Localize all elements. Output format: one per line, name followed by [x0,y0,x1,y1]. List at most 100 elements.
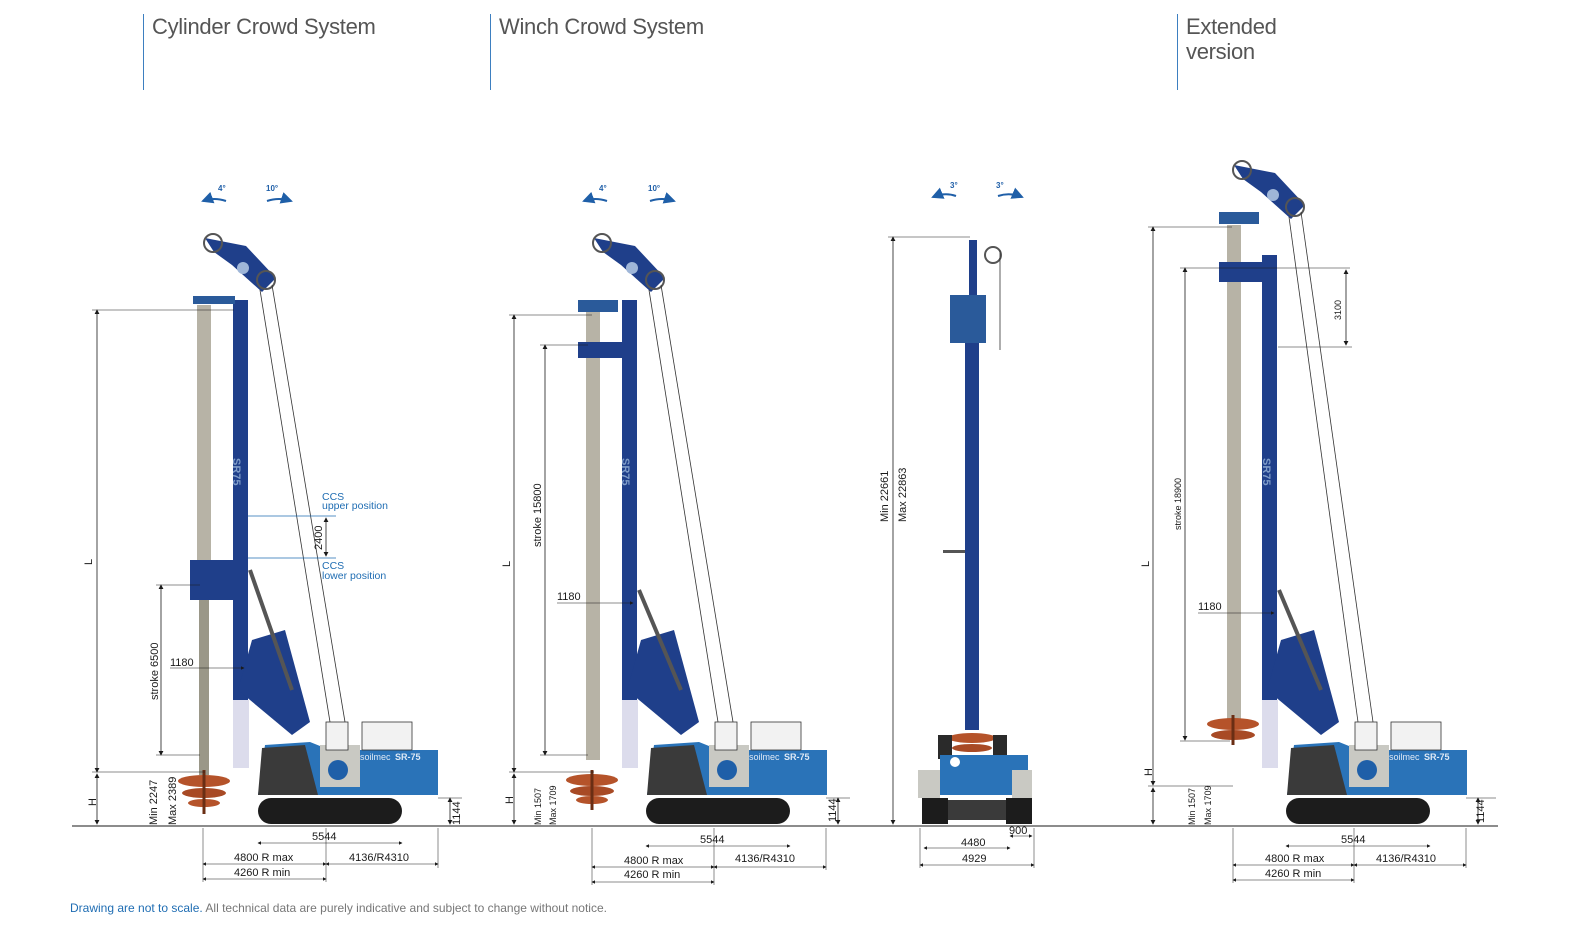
dim-r-max: 4800 R max [624,855,684,867]
header-winch-crowd: Winch Crowd System [490,14,704,90]
dim-H: H [504,796,516,804]
auger-icon [1207,715,1259,745]
dim-total-width: 4929 [962,853,986,865]
rotate-left-arrow-icon [931,187,957,199]
rotate-right-arrow-icon [266,192,293,204]
dim-ccs-travel: 2400 [313,526,325,550]
model-label: SR-75 [395,752,421,762]
dim-extension: 3100 [1333,300,1343,320]
rig-front-view: 3° 3° Min 22661 Max 22863 4480 900 4929 [879,181,1035,868]
brand-logo-icon [626,262,638,274]
kelly-bar [586,310,600,760]
brand-logo-icon [1267,189,1279,201]
mast [622,300,637,700]
angle-left-label: 4° [599,184,607,193]
model-label: SR-75 [784,752,810,762]
rotate-right-arrow-icon [649,192,676,204]
dim-r-max: 4800 R max [1265,853,1325,865]
rig-extended-version: SR75 soilmec SR-75 L H Min 1507 Max 1709 [1140,160,1496,883]
dim-kelly-offset: 1180 [170,657,194,669]
rotary-head [1219,262,1265,282]
dim-L: L [83,559,95,565]
ccs-lower-position: lower position [322,570,386,582]
sheave-icon [645,270,665,290]
dim-min-height: Min 1507 [1187,788,1197,825]
dim-r-min: 4260 R min [624,869,680,881]
auger-icon [566,770,618,810]
dim-kelly-offset: 1180 [1198,601,1222,613]
angle-right-label: 10° [266,184,278,193]
dim-max-height: Max 22863 [897,468,909,522]
dim-track-length: 5544 [312,831,336,843]
angle-right-label: 10° [648,184,660,193]
mast [233,300,248,700]
ccs-upper-label: CCS [322,491,344,503]
crawler-track [258,798,402,824]
crawler-track [1286,798,1430,824]
header-extended-version: Extended version [1177,14,1277,90]
header-cylinder-title: Cylinder Crowd System [152,14,376,39]
auger-icon [178,770,230,814]
header-winch-title: Winch Crowd System [499,14,704,39]
boom [627,630,699,735]
boom [1267,630,1339,735]
dim-track-height: 1144 [451,801,463,825]
dim-tail-radius: 4136/R4310 [1376,853,1436,865]
rig-winch-crowd: 4° 10° SR75 soilmec SR-75 [501,184,850,885]
kelly-bar [197,305,211,595]
ccs-upper-position: upper position [322,500,388,512]
mast [965,300,979,730]
sheave-icon [984,246,1002,264]
dim-H: H [87,798,99,806]
dim-tail-radius: 4136/R4310 [735,853,795,865]
footer-disclaimer: Drawing are not to scale. All technical … [70,901,607,915]
brand-label: soilmec [1389,752,1420,762]
rig-cylinder-crowd: 4° 10° SR75 [83,184,463,882]
dim-stroke: stroke 18900 [1173,478,1183,530]
dim-L: L [501,561,513,567]
dim-r-min: 4260 R min [1265,868,1321,880]
dim-r-min: 4260 R min [234,867,290,879]
sheave-icon [592,233,612,253]
dim-r-max: 4800 R max [234,852,294,864]
dim-kelly-offset: 1180 [557,591,581,603]
rotary-head [578,342,624,358]
dim-track-height: 1144 [1475,799,1487,823]
header-extended-line1: Extended [1186,14,1277,39]
kelly-bar [1227,225,1241,725]
crawler-track [922,798,948,824]
brand-label: soilmec [360,752,391,762]
dim-min-height: Min 22661 [879,471,891,522]
dim-max-height: Max 1709 [548,785,558,825]
ccs-lower-label: CCS [322,560,344,572]
sheave-icon [256,270,276,290]
dim-H: H [1143,768,1155,776]
angle-left-label: 3° [950,181,958,190]
dim-track-length: 5544 [700,834,724,846]
dim-min-height: Min 2247 [148,780,160,825]
brand-label: soilmec [749,752,780,762]
dim-max-height: Max 1709 [1203,785,1213,825]
footer-note: All technical data are purely indicative… [205,901,607,915]
rotate-left-arrow-icon [201,191,227,204]
angle-left-label: 4° [218,184,226,193]
header-cylinder-crowd: Cylinder Crowd System [143,14,376,90]
rotate-left-arrow-icon [582,191,608,204]
mast [1262,255,1277,700]
dim-L: L [1140,561,1152,567]
brand-logo-icon [237,262,249,274]
sheave-icon [1285,197,1305,217]
angle-right-label: 3° [996,181,1004,190]
header-extended-line2: version [1186,39,1255,64]
boom [238,630,310,735]
dim-track-height: 1144 [827,798,839,822]
rotary-head [950,295,986,343]
model-label: SR-75 [1424,752,1450,762]
dim-tail-radius: 4136/R4310 [349,852,409,864]
mast-label: SR75 [1260,458,1272,486]
mast-label: SR75 [619,458,631,486]
rotate-right-arrow-icon [997,187,1024,199]
dim-track-width: 4480 [961,837,985,849]
footer-emphasis: Drawing are not to scale. [70,901,203,915]
